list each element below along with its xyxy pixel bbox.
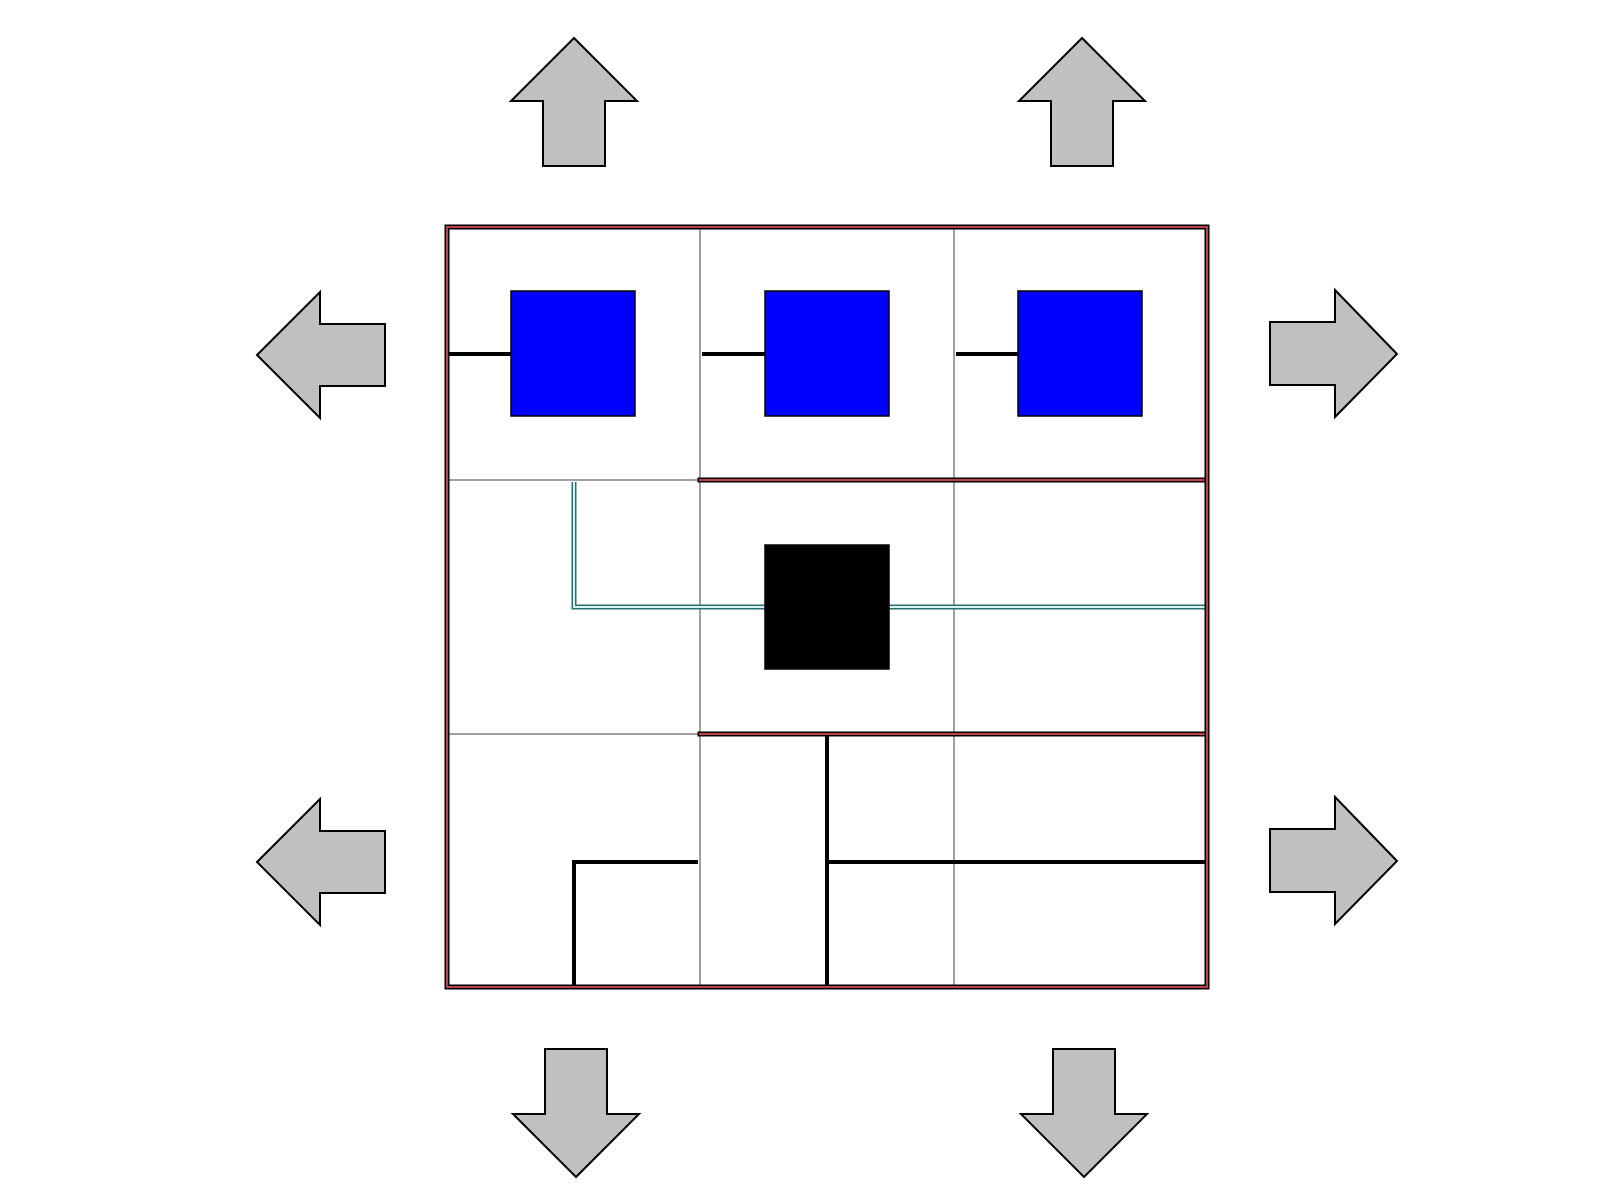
arrow-down-left-icon[interactable]: [510, 1048, 642, 1179]
source-block-r1-c3[interactable]: [1017, 290, 1143, 417]
arrow-left-top-icon[interactable]: [255, 289, 386, 421]
puzzle-board: [444, 224, 1210, 990]
arrow-up-left-icon[interactable]: [508, 36, 640, 167]
arrow-down-right-icon[interactable]: [1018, 1048, 1150, 1179]
arrow-left-bottom-icon[interactable]: [255, 796, 386, 928]
direction-arrows: [255, 36, 1399, 1179]
arrow-right-top-icon[interactable]: [1269, 287, 1399, 420]
target-block-r2-c2[interactable]: [764, 544, 890, 670]
flow-pipe: [571, 482, 1205, 610]
arrow-right-bottom-icon[interactable]: [1269, 794, 1399, 927]
source-block-r1-c1[interactable]: [510, 290, 636, 417]
board-frame: [444, 224, 1210, 990]
source-block-r1-c2[interactable]: [764, 290, 890, 417]
dark-pipes: [572, 736, 1205, 985]
tile-borders: [697, 477, 1210, 737]
arrow-up-right-icon[interactable]: [1016, 36, 1148, 167]
